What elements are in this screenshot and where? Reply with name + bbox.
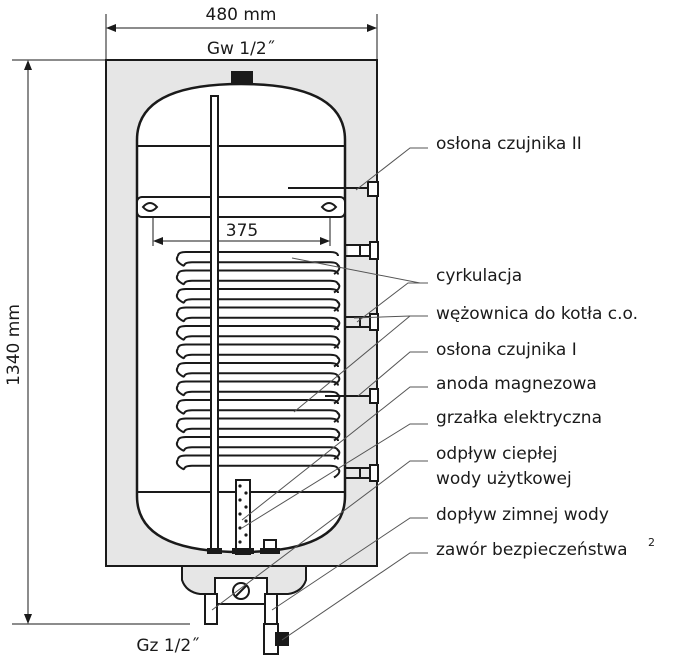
top-nipple xyxy=(231,71,253,84)
coil-bend-left xyxy=(175,366,185,378)
coil-bend-left xyxy=(175,458,185,471)
coil-bend-left xyxy=(175,292,185,304)
bottom-connection-label: Gz 1/2˝ xyxy=(136,636,199,656)
height-dimension: 1340 mm xyxy=(4,59,190,625)
pipe-foot xyxy=(207,548,222,554)
circulation-stub xyxy=(345,313,379,331)
coil-bend-left xyxy=(175,273,185,286)
heater-dot xyxy=(244,533,248,537)
label-hot-outlet-line1: odpływ ciepłej xyxy=(436,444,558,464)
heater-dot xyxy=(238,540,242,544)
coil-bend-right xyxy=(333,449,341,460)
coil-bend-right xyxy=(333,375,341,386)
label-safety-valve: zawór bezpieczeństwa xyxy=(436,540,628,560)
top-connection-label: Gw 1/2˝ xyxy=(207,39,275,59)
heater-dot xyxy=(238,484,242,488)
heater-dot xyxy=(238,526,242,530)
leader-lines xyxy=(211,147,428,641)
label-anode: anoda magnezowa xyxy=(436,374,597,394)
coil-bend-right xyxy=(333,282,341,294)
coil-bend-right xyxy=(333,356,341,368)
label-heater: grzałka elektryczna xyxy=(436,408,602,428)
heater-dot xyxy=(244,519,248,523)
coil-bend-left xyxy=(175,384,185,397)
central-pipe xyxy=(210,95,219,553)
cold-inlet-pipe xyxy=(264,593,278,625)
heater-dot xyxy=(238,498,242,502)
heater-dot xyxy=(238,512,242,516)
heater-dot xyxy=(244,505,248,509)
heating-coil xyxy=(175,251,341,479)
coil-bend-right xyxy=(333,264,341,275)
coil-bottom-stub xyxy=(345,464,379,482)
coil-bend-left xyxy=(175,403,185,415)
width-label: 480 mm xyxy=(206,5,277,25)
coil-turns xyxy=(177,251,339,470)
coil-bend-left xyxy=(175,440,185,452)
electric-heater xyxy=(232,479,254,555)
coil-bend-left xyxy=(175,255,185,267)
coil-dimension: 375 xyxy=(153,221,330,245)
coil-bend-left xyxy=(175,347,185,360)
label-safety-valve-superscript: 2 xyxy=(648,536,655,549)
safety-valve-body xyxy=(275,632,289,646)
coil-width-label: 375 xyxy=(226,221,258,241)
height-label: 1340 mm xyxy=(4,304,24,386)
coil-bend-left xyxy=(175,310,185,323)
coil-bend-left xyxy=(175,329,185,341)
coil-bend-right xyxy=(333,430,341,442)
label-sensor-sleeve-1: osłona czujnika I xyxy=(436,340,577,360)
sensor-sleeve-2-stub xyxy=(288,181,379,197)
coil-bend-right xyxy=(333,467,341,479)
hot-outlet-pipe xyxy=(204,593,218,625)
label-cold-inlet: dopływ zimnej wody xyxy=(436,505,609,525)
cold-inlet-cap xyxy=(260,539,280,554)
coil-bend-right xyxy=(333,412,341,423)
heater-dot xyxy=(244,491,248,495)
coil-top-stub xyxy=(345,241,379,260)
label-sensor-sleeve-2: osłona czujnika II xyxy=(436,134,582,154)
coil-bend-right xyxy=(333,338,341,349)
coil-bend-right xyxy=(333,319,341,331)
label-hot-outlet-line2: wody użytkowej xyxy=(436,469,572,489)
sensor-sleeve-1-stub xyxy=(325,388,379,404)
coil-bend-right xyxy=(333,301,341,312)
label-circulation: cyrkulacja xyxy=(436,266,522,286)
coil-bend-left xyxy=(175,421,185,434)
width-dimension: 480 mm xyxy=(105,5,378,60)
coil-header xyxy=(136,196,346,246)
label-coil: wężownica do kotła c.o. xyxy=(436,304,638,324)
